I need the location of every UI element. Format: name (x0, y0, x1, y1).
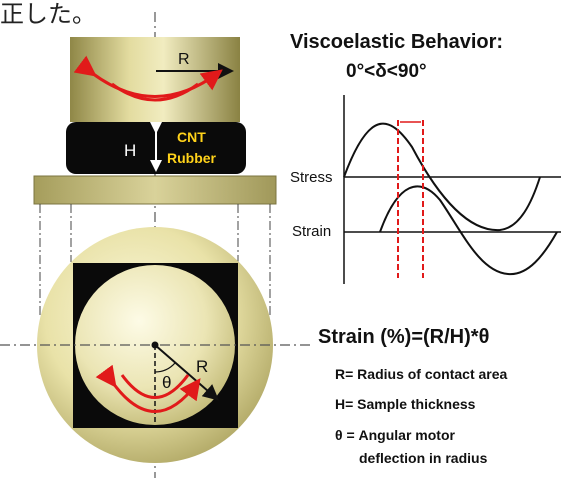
bottom-rotation-arrow (95, 364, 201, 413)
height-label: H (124, 141, 136, 160)
projection-lines (39, 204, 271, 318)
bottom-plate (33, 175, 277, 205)
cnt-label: CNT (177, 129, 206, 145)
legend-theta-definition-cont: deflection in radius (359, 450, 488, 466)
strain-label: Strain (292, 223, 332, 240)
legend-theta-definition: θ = Angular motor (335, 427, 455, 443)
stress-strain-graph (343, 95, 561, 284)
header-text-fragment: 正した。 (0, 1, 96, 28)
rotation-arrow-outer (73, 55, 223, 98)
disc-radius-label: R (196, 357, 208, 376)
cylinder-radius-label: R (178, 51, 190, 68)
strain-formula: Strain (%)=(R/H)*θ (318, 326, 490, 348)
rubber-label: Rubber (167, 150, 217, 166)
legend-h-definition: H= Sample thickness (335, 396, 476, 412)
stress-label: Stress (290, 169, 333, 186)
legend-r-definition: R= Radius of contact area (335, 366, 508, 382)
graph-title: Viscoelastic Behavior: (290, 31, 504, 53)
bottom-rotation-arrow-2 (120, 374, 190, 399)
phase-range: 0°<δ<90° (346, 61, 427, 82)
rotation-arrow-inner (111, 82, 199, 102)
stress-curve (343, 122, 541, 232)
theta-label: θ (162, 373, 171, 392)
center-point (151, 341, 159, 349)
top-cylinder (70, 37, 240, 122)
strain-curve (379, 185, 558, 276)
